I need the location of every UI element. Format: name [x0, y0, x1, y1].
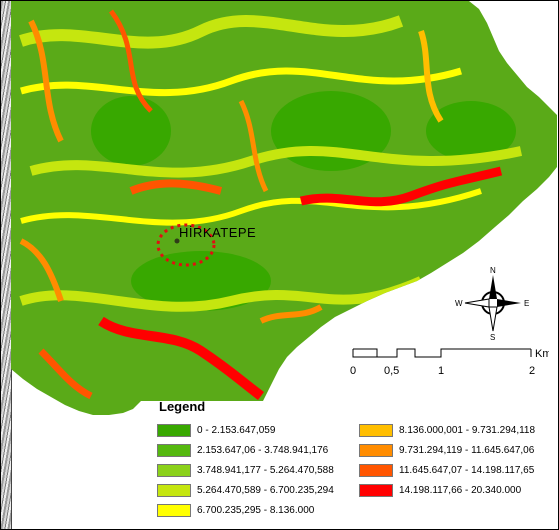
- legend-label: 8.136.000,001 - 9.731.294,118: [399, 425, 536, 436]
- legend-item: 6.700.235,295 - 8.136.000: [157, 503, 314, 518]
- low-value-zone: [426, 101, 516, 161]
- legend-item: 5.264.470,589 - 6.700.235,294: [157, 483, 334, 498]
- legend-item: 8.136.000,001 - 9.731.294,118: [359, 423, 535, 438]
- high-value-ridge: [129, 179, 223, 195]
- medium-value-band: [19, 276, 424, 312]
- legend-swatch: [359, 444, 393, 457]
- legend-label: 5.264.470,589 - 6.700.235,294: [197, 485, 334, 496]
- high-value-ridge: [108, 9, 153, 113]
- highlight-circle: [156, 223, 216, 267]
- legend-label: 3.748.941,177 - 5.264.470,588: [197, 465, 334, 476]
- legend-swatch: [157, 424, 191, 437]
- high-value-ridge: [238, 99, 269, 193]
- scale-tick-2: 2: [529, 365, 536, 377]
- compass-north: N: [490, 266, 496, 275]
- medium-value-band: [20, 188, 482, 226]
- legend-item: 3.748.941,177 - 5.264.470,588: [157, 463, 334, 478]
- north-arrow: N S W E: [455, 266, 529, 342]
- compass-east: E: [524, 299, 529, 308]
- legend-item: 0 - 2.153.647,059: [157, 423, 275, 438]
- legend-label: 11.645.647,07 - 14.198.117,65: [399, 465, 535, 476]
- legend: Legend 0 - 2.153.647,059 2.153.647,06 - …: [151, 393, 556, 527]
- legend-swatch: [157, 484, 191, 497]
- scale-tick-0: 0: [350, 365, 357, 377]
- high-value-ridge: [38, 348, 93, 400]
- low-value-zone: [91, 96, 171, 166]
- high-value-ridge: [98, 316, 265, 400]
- medium-value-band: [20, 67, 463, 97]
- place-marker: [174, 238, 180, 244]
- high-value-ridge: [299, 166, 503, 207]
- legend-item: 14.198.117,66 - 20.340.000: [359, 483, 521, 498]
- compass-south: S: [490, 333, 495, 342]
- medium-value-band: [29, 146, 523, 178]
- legend-item: 2.153.647,06 - 3.748.941,176: [157, 443, 328, 458]
- legend-swatch: [157, 464, 191, 477]
- legend-swatch: [359, 424, 393, 437]
- compass-west: W: [455, 299, 463, 308]
- legend-label: 0 - 2.153.647,059: [197, 425, 276, 436]
- legend-swatch: [157, 444, 191, 457]
- scale-unit: Km: [535, 348, 549, 360]
- legend-item: 11.645.647,07 - 14.198.117,65: [359, 463, 534, 478]
- medium-value-band: [19, 15, 404, 49]
- legend-label: 14.198.117,66 - 20.340.000: [399, 485, 522, 496]
- high-value-ridge: [28, 19, 64, 143]
- scale-tick-1: 1: [438, 365, 445, 377]
- legend-label: 2.153.647,06 - 3.748.941,176: [197, 445, 329, 456]
- high-value-ridge: [19, 238, 64, 302]
- legend-swatch: [359, 464, 393, 477]
- legend-title: Legend: [159, 399, 206, 414]
- legend-label: 9.731.294,119 - 11.645.647,06: [399, 445, 535, 456]
- high-value-ridge: [418, 30, 444, 123]
- legend-item: 9.731.294,119 - 11.645.647,06: [359, 443, 534, 458]
- high-value-ridge: [259, 304, 323, 324]
- legend-label: 6.700.235,295 - 8.136.000: [197, 505, 315, 516]
- legend-swatch: [157, 504, 191, 517]
- scale-bar: Km: [352, 348, 549, 360]
- place-label: HİRKATEPE: [179, 225, 257, 240]
- legend-swatch: [359, 484, 393, 497]
- scale-tick-0-5: 0,5: [384, 365, 400, 377]
